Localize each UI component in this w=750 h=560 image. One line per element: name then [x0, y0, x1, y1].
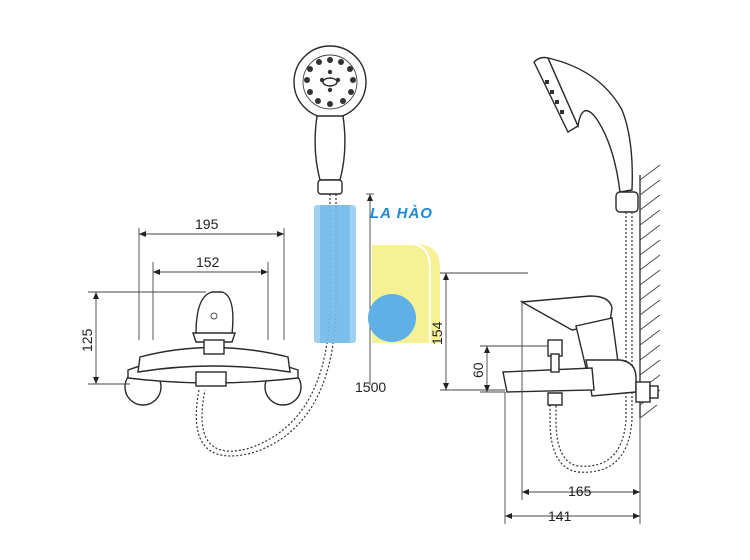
- dim-141: 141: [504, 392, 641, 524]
- spray-nozzles: [304, 57, 356, 107]
- dim-label-152: 152: [196, 254, 220, 270]
- dim-label-1500: 1500: [355, 379, 386, 395]
- front-view: 195 152 125 1500: [79, 45, 386, 457]
- la-hao-logo: LA HÀO: [314, 205, 440, 343]
- dim-label-141: 141: [548, 508, 572, 524]
- wall: [639, 164, 661, 419]
- dim-195: 195: [138, 216, 285, 340]
- hand-shower-head: [293, 45, 367, 195]
- dim-152: 152: [152, 254, 269, 340]
- logo-text: LA HÀO: [370, 205, 433, 222]
- dim-60: 60: [470, 345, 548, 393]
- dim-label-60: 60: [470, 362, 486, 378]
- dim-label-195: 195: [195, 216, 219, 232]
- hand-shower-side: [533, 56, 639, 213]
- dim-125: 125: [79, 291, 206, 385]
- mixer-body-front: [124, 291, 302, 406]
- mixer-body-side: [502, 295, 659, 406]
- dim-label-165: 165: [568, 483, 592, 499]
- dim-154: 154: [429, 272, 528, 391]
- dim-1500: 1500: [355, 193, 386, 395]
- dim-label-154: 154: [429, 321, 445, 345]
- side-view: 154 60 165 141: [429, 56, 661, 524]
- dim-label-125: 125: [79, 328, 95, 352]
- dim-165: 165: [521, 300, 641, 500]
